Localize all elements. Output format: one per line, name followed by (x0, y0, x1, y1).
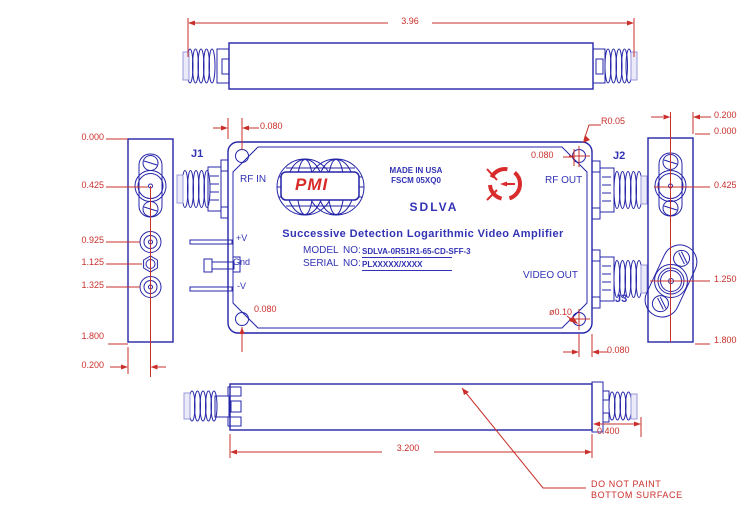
j3-label: J3 (615, 293, 628, 305)
top-view (182, 42, 638, 90)
dim-corner-radius: R0.05 (601, 116, 626, 126)
dim-hole-tr: 0.080 (531, 150, 554, 160)
j3-connector (591, 249, 648, 309)
dimension-arrowheads (121, 20, 700, 455)
dim-left-top-edge: 0.000 (81, 132, 104, 142)
dim-right-top-edge: 0.000 (714, 126, 737, 136)
dim-right-bottom-edge: 1.800 (714, 335, 737, 345)
bottom-view-body (229, 383, 593, 431)
rf-out-label: RF OUT (545, 175, 583, 186)
top-view-right-threads (604, 48, 633, 84)
dim-hole-bl: 0.080 (254, 304, 277, 314)
dim-right-rf-out-center: 0.425 (714, 180, 737, 190)
dim-hole-br: 0.080 (607, 345, 630, 355)
gnd-terminal (203, 258, 213, 273)
j1-connector (176, 159, 229, 219)
bottom-view-left-collar (214, 395, 230, 418)
pmi-logo-text: PMI (295, 175, 329, 194)
pmi-logo-band (280, 171, 360, 201)
dim-body-length: 3.200 (396, 443, 420, 453)
model-no-label: NO: (343, 245, 361, 256)
bottom-view (183, 381, 638, 433)
dim-right-center-offset: 0.200 (714, 110, 737, 120)
serial-no-label: NO: (343, 258, 361, 269)
red-emblem-icon (486, 167, 522, 201)
dim-hole-tl: 0.080 (260, 121, 283, 131)
dim-left-pin-gnd: 1.125 (81, 257, 104, 267)
serial-label: SERIAL (303, 258, 339, 269)
serial-value: PLXXXXX/XXXX (362, 261, 452, 271)
dim-hole-diameter: ø0.10 (549, 307, 573, 317)
made-in-usa-label: MADE IN USA (389, 166, 443, 175)
note-line2: BOTTOM SURFACE (591, 490, 683, 500)
product-title: Successive Detection Logarithmic Video A… (282, 228, 564, 240)
front-plate-outer (227, 141, 593, 334)
gnd-label: Gnd (233, 257, 251, 267)
dim-left-pin-vplus: 0.925 (81, 235, 104, 245)
model-label: MODEL (303, 245, 339, 256)
dim-right-video-out-center: 1.250 (714, 274, 737, 284)
front-view (176, 141, 648, 334)
vminus-label: -V (237, 281, 246, 291)
model-value: SDLVA-0R51R1-65-CD-SFF-3 (362, 247, 471, 258)
video-out-label: VIDEO OUT (523, 270, 579, 281)
power-pins (189, 239, 241, 292)
dim-overall-length: 3.96 (401, 16, 419, 26)
top-view-left-collar (216, 48, 230, 84)
front-plate-inner (232, 146, 588, 329)
dim-connector-length: 0.400 (597, 426, 620, 436)
top-view-body (228, 42, 594, 90)
dim-left-center-offset: 0.200 (81, 360, 104, 370)
dim-left-pin-vminus: 1.325 (81, 280, 104, 290)
pmi-logo-globes (276, 158, 365, 216)
vplus-label: +V (236, 233, 248, 243)
product-name: SDLVA (409, 200, 459, 214)
j2-label: J2 (613, 150, 626, 162)
j1-label: J1 (191, 148, 204, 160)
dim-left-bottom-edge: 1.800 (81, 331, 104, 341)
vminus-pin (189, 286, 233, 292)
rf-in-label: RF IN (240, 174, 267, 185)
fscm-label: FSCM 05XQ0 (391, 176, 441, 185)
j2-connector (591, 160, 648, 220)
top-view-left-cap (182, 51, 190, 81)
top-view-left-threads (186, 48, 216, 84)
dimension-lines (106, 18, 711, 489)
dim-left-rf-in-center: 0.425 (81, 180, 104, 190)
note-line1: DO NOT PAINT (591, 479, 662, 489)
bottom-view-right-collar (591, 381, 604, 433)
vplus-pin (189, 239, 233, 245)
